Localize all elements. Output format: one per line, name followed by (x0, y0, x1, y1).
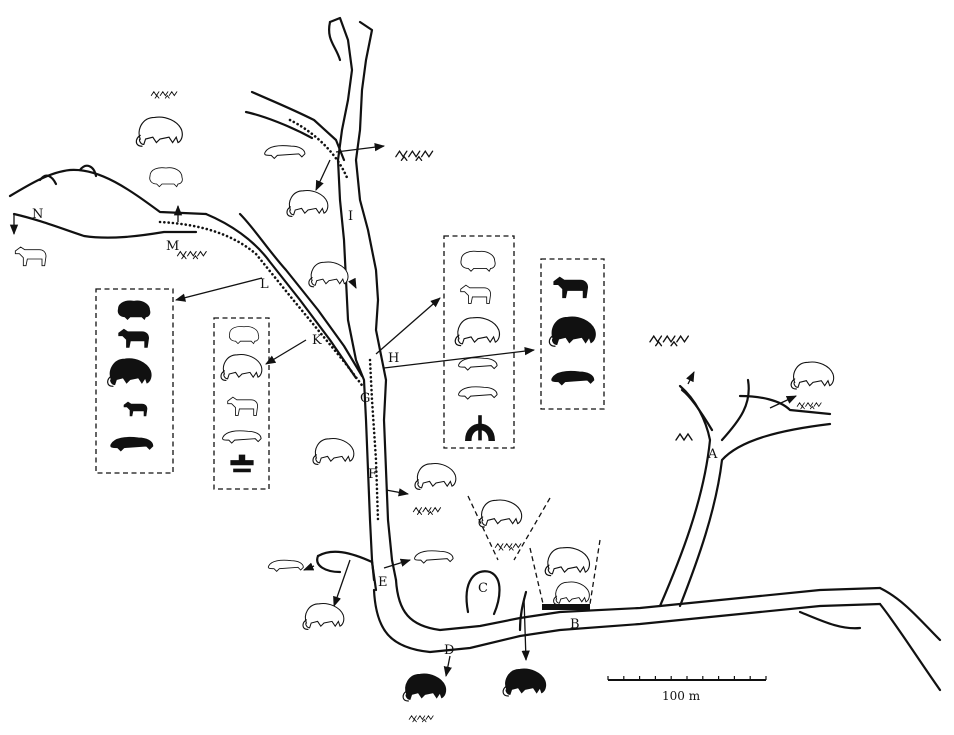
panel-h (443, 235, 515, 449)
bison-icon (228, 326, 260, 345)
tectiform-icon (230, 454, 254, 473)
mammoth-icon (402, 673, 447, 702)
scale-bar-ticks (607, 676, 767, 680)
dotted-routes (158, 118, 380, 522)
point-label-l: L (260, 277, 269, 292)
mammoth-icon (302, 602, 345, 630)
mammoth-icon (107, 358, 152, 387)
sign-marks-icon (412, 506, 442, 516)
point-label-k: K (312, 333, 322, 348)
panel-k (213, 317, 270, 490)
point-labels: A B C D E F G H I K L M N (32, 207, 718, 658)
point-label-b: B (570, 617, 580, 632)
sign-marks-icon (176, 250, 208, 260)
tectiform-icon (465, 414, 495, 441)
horse-icon (460, 284, 492, 304)
rhino-icon (267, 559, 304, 572)
point-label-h: H (388, 351, 399, 366)
mammoth-icon (135, 116, 183, 147)
point-label-n: N (32, 207, 43, 222)
point-label-f: F (368, 467, 377, 482)
rhino-icon (458, 386, 498, 400)
figure-panels (95, 235, 605, 609)
sign-marks-icon (394, 150, 434, 162)
ibex-icon (123, 401, 148, 417)
sign-marks-icon (675, 432, 693, 442)
ibex-icon (14, 246, 47, 267)
rhino-icon (222, 430, 262, 444)
sign-marks-icon (796, 401, 823, 410)
point-label-m: M (166, 239, 179, 254)
panel-b (529, 539, 601, 609)
sign-marks-icon (408, 715, 434, 723)
head-figures-icon (264, 145, 306, 160)
cave-figures (14, 90, 835, 723)
point-label-a: A (707, 447, 718, 462)
mammoth-icon (790, 361, 835, 390)
rhino-icon (458, 357, 498, 371)
rhino-icon (110, 436, 154, 452)
mammoth-icon (553, 581, 590, 606)
panel-l (95, 288, 174, 474)
point-label-e: E (378, 575, 388, 590)
horse-icon (553, 276, 589, 299)
mammoth-icon (478, 499, 523, 528)
horse-icon (227, 396, 259, 416)
arrows (9, 143, 797, 678)
point-label-i: I (348, 209, 353, 224)
sign-marks-icon (649, 335, 690, 347)
scale-bar-label: 100 m (662, 689, 701, 703)
mammoth-icon (308, 261, 349, 288)
sign-marks-icon (494, 542, 522, 551)
rhino-icon (551, 370, 595, 386)
point-label-d: D (444, 643, 454, 658)
panel-h2 (540, 258, 605, 410)
mammoth-icon (544, 546, 591, 577)
cave-passages (8, 16, 942, 692)
bison-icon (117, 300, 151, 320)
mammoth-icon (414, 462, 457, 490)
sign-marks-icon (150, 90, 178, 99)
bison-icon (149, 167, 183, 188)
rhino-icon (414, 550, 454, 564)
mammoth-icon (548, 316, 597, 347)
panel-c (467, 495, 551, 561)
mammoth-icon (286, 189, 329, 218)
mammoth-icon (220, 353, 263, 381)
point-label-g: G (360, 391, 370, 406)
scale-bar: 100 m (607, 676, 767, 703)
mammoth-icon (454, 316, 501, 347)
row-marks (542, 604, 590, 610)
bison-icon (460, 250, 496, 272)
mammoth-icon (502, 668, 547, 697)
mammoth-icon (312, 437, 355, 466)
horse-icon (118, 328, 150, 348)
point-label-c: C (478, 581, 488, 596)
